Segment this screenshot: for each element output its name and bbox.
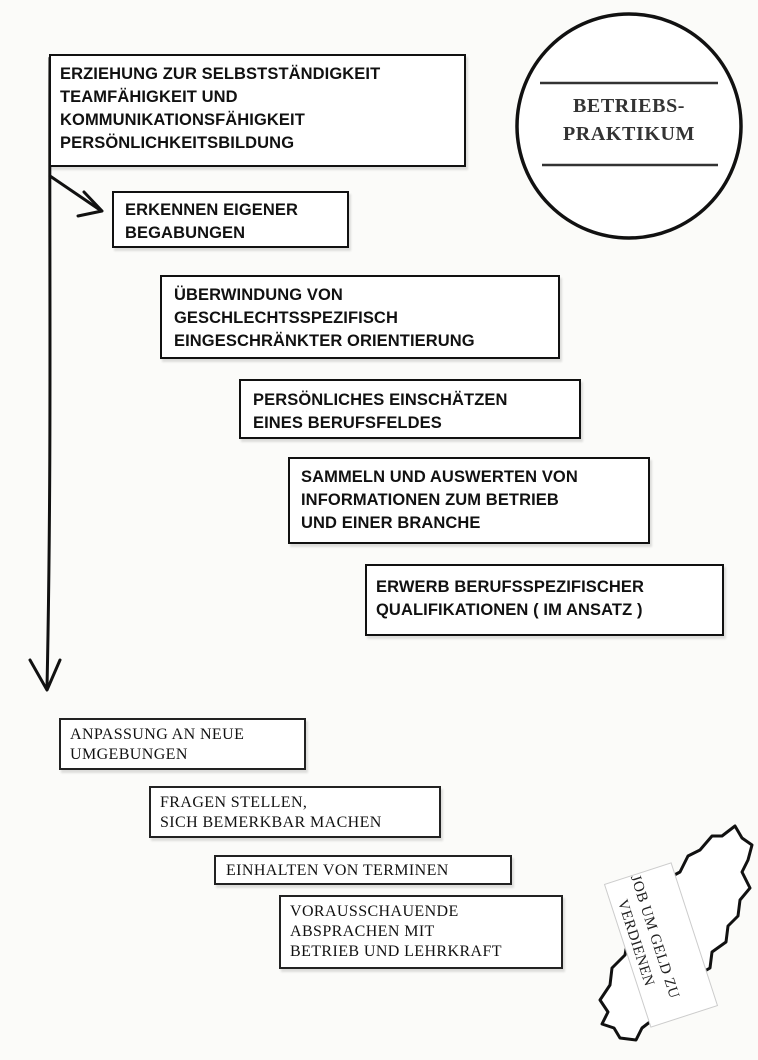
lower-step-2-line-1: FRAGEN STELLEN,: [160, 794, 308, 811]
step-5-line-2: QUALIFIKATIONEN ( IM ANSATZ ): [376, 601, 643, 619]
step-2-line-2: GESCHLECHTSSPEZIFISCH: [174, 309, 398, 327]
step-box-2: ÜBERWINDUNG VON GESCHLECHTSSPEZIFISCH EI…: [160, 275, 560, 359]
praktikum-title-line1: BETRIEBS-: [572, 95, 686, 117]
step-4-line-2: INFORMATIONEN ZUM BETRIEB: [301, 491, 559, 509]
step-4-line-1: SAMMELN UND AUSWERTEN VON: [301, 468, 578, 486]
lower-step-1-line-1: ANPASSUNG AN NEUE: [70, 726, 245, 743]
goals-line-4: PERSÖNLICHKEITSBILDUNG: [60, 134, 295, 152]
goals-line-1: ERZIEHUNG ZUR SELBSTSTÄNDIGKEIT: [60, 65, 381, 83]
lower-step-2-line-2: SICH BEMERKBAR MACHEN: [160, 814, 382, 831]
vertical-arrow-head: [28, 658, 62, 692]
step-2-line-1: ÜBERWINDUNG VON: [174, 286, 343, 304]
lower-step-box-4: VORAUSSCHAUENDE ABSPRACHEN MIT BETRIEB U…: [279, 895, 563, 969]
badge-inner-paper: [603, 862, 719, 1028]
diagonal-arrow-line: [48, 174, 102, 212]
praktikum-title-line2: PRAKTIKUM: [562, 123, 696, 145]
step-3-line-1: PERSÖNLICHES EINSCHÄTZEN: [253, 391, 508, 409]
lower-step-4-line-1: VORAUSSCHAUENDE: [290, 903, 459, 920]
step-1-line-1: ERKENNEN EIGENER: [125, 201, 299, 219]
lower-step-box-3: EINHALTEN VON TERMINEN: [214, 855, 512, 885]
praktikum-title: BETRIEBS- PRAKTIKUM: [519, 92, 739, 148]
lower-step-box-1: ANPASSUNG AN NEUE UMGEBUNGEN: [59, 718, 306, 770]
goals-line-2: TEAMFÄHIGKEIT UND: [60, 88, 238, 106]
goals-line-3: KOMMUNIKATIONSFÄHIGKEIT: [60, 111, 305, 129]
step-4-line-3: UND EINER BRANCHE: [301, 514, 481, 532]
step-box-5: ERWERB BERUFSSPEZIFISCHER QUALIFIKATIONE…: [365, 564, 724, 636]
praktikum-circle: [515, 12, 743, 240]
step-2-line-3: EINGESCHRÄNKTER ORIENTIERUNG: [174, 332, 475, 350]
step-3-line-2: EINES BERUFSFELDES: [253, 414, 442, 432]
goals-box: ERZIEHUNG ZUR SELBSTSTÄNDIGKEIT TEAMFÄHI…: [49, 54, 466, 167]
lower-step-box-2: FRAGEN STELLEN, SICH BEMERKBAR MACHEN: [149, 786, 441, 838]
step-5-line-1: ERWERB BERUFSSPEZIFISCHER: [376, 578, 645, 596]
lower-step-4-line-2: ABSPRACHEN MIT: [290, 923, 435, 940]
lower-step-4-line-3: BETRIEB UND LEHRKRAFT: [290, 943, 502, 960]
lower-step-3-line-1: EINHALTEN VON TERMINEN: [226, 862, 449, 879]
step-box-4: SAMMELN UND AUSWERTEN VON INFORMATIONEN …: [288, 457, 650, 544]
step-1-line-2: BEGABUNGEN: [125, 224, 246, 242]
diagonal-arrow-head: [76, 190, 104, 218]
lower-step-1-line-2: UMGEBUNGEN: [70, 746, 188, 763]
step-box-1: ERKENNEN EIGENER BEGABUNGEN: [112, 191, 349, 248]
step-box-3: PERSÖNLICHES EINSCHÄTZEN EINES BERUFSFEL…: [239, 379, 581, 439]
